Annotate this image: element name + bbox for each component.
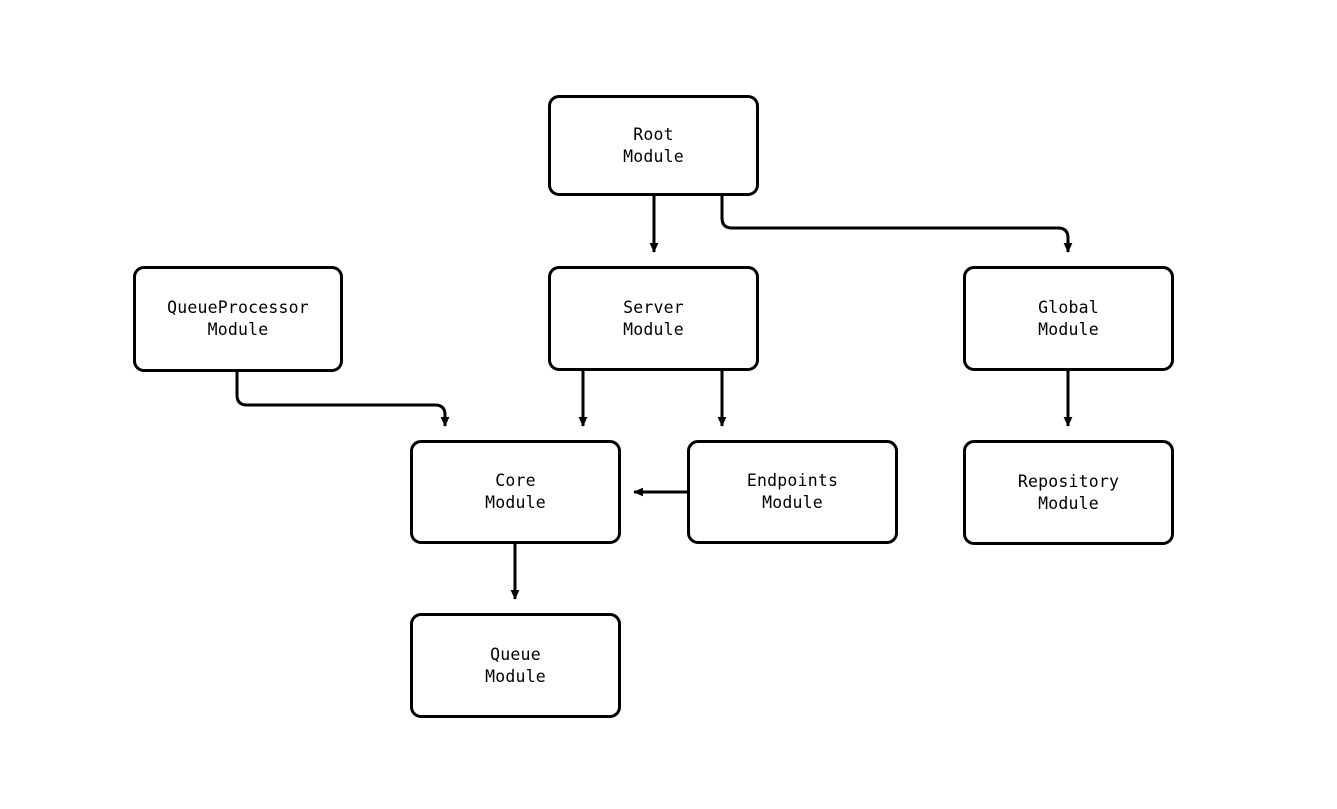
node-queue-module-label: Queue Module — [485, 644, 546, 686]
node-queue-module[interactable]: Queue Module — [410, 613, 621, 718]
node-endpoints-module[interactable]: Endpoints Module — [687, 440, 898, 544]
edge-root-to-global — [720, 196, 1073, 253]
node-repository-module[interactable]: Repository Module — [963, 440, 1174, 545]
node-endpoints-module-label: Endpoints Module — [746, 471, 839, 512]
node-core-module[interactable]: Core Module — [410, 440, 621, 544]
node-root-module-label: Root Module — [623, 124, 684, 166]
node-root-module[interactable]: Root Module — [548, 95, 759, 196]
node-queueprocessor-module-label: QueueProcessor Module — [167, 298, 309, 339]
node-queueprocessor-module[interactable]: QueueProcessor Module — [133, 266, 343, 372]
node-core-module-label: Core Module — [485, 471, 546, 512]
node-global-module-label: Global Module — [1038, 297, 1099, 339]
node-repository-module-label: Repository Module — [1017, 471, 1120, 513]
edge-queueprocessor-to-core — [235, 372, 450, 427]
node-server-module-label: Server Module — [623, 297, 684, 339]
node-global-module[interactable]: Global Module — [963, 266, 1174, 371]
node-server-module[interactable]: Server Module — [548, 266, 759, 371]
